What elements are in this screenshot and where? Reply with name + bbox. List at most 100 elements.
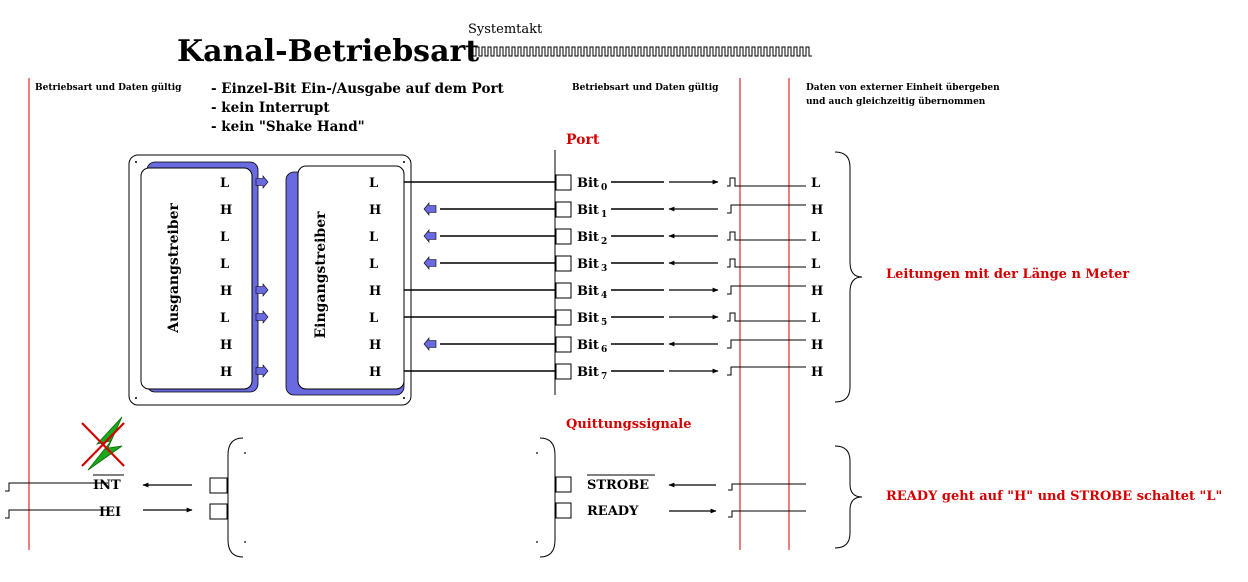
no-interrupt-lightning-icon	[81, 416, 125, 471]
page-title: Kanal-Betriebsart	[177, 34, 479, 69]
bit-index: 0	[601, 183, 607, 193]
block-corner-dot	[244, 541, 246, 543]
external-level-value: H	[811, 365, 823, 380]
mode-bullet-2: - kein Interrupt	[211, 100, 330, 116]
block-corner-dot	[403, 161, 405, 163]
mode-bullet-1: - Einzel-Bit Ein-/Ausgabe auf dem Port	[211, 81, 505, 97]
strobe-label: STROBE	[587, 478, 649, 493]
external-level-value: L	[811, 176, 820, 191]
block-corner-dot	[244, 452, 246, 454]
block-corner-dot	[536, 541, 538, 543]
pio-outer-block	[128, 154, 412, 406]
input-level-value: L	[369, 311, 378, 326]
bit-pin-box	[555, 363, 572, 380]
iei-pin-box	[209, 503, 228, 520]
external-level-value: H	[811, 284, 823, 299]
bit-label: Bit	[577, 365, 599, 380]
external-signal-waveform	[727, 231, 806, 241]
bit-label: Bit	[577, 338, 599, 353]
output-level-value: L	[220, 257, 229, 272]
bit-index: 3	[601, 264, 607, 274]
lines-brace	[834, 151, 863, 403]
input-level-value: H	[369, 203, 381, 218]
bit-label: Bit	[577, 176, 599, 191]
external-level-value: L	[811, 230, 820, 245]
bit-index: 4	[601, 291, 607, 301]
output-enable-arrow	[255, 175, 269, 189]
output-level-value: H	[220, 365, 232, 380]
systemtakt-clock-signal	[469, 46, 812, 57]
control-block-left-bracket	[227, 437, 244, 558]
port-label: Port	[566, 132, 600, 148]
external-level-value: L	[811, 257, 820, 272]
bit-index: 7	[601, 372, 607, 382]
output-level-value: L	[220, 230, 229, 245]
bit-label: Bit	[577, 203, 599, 218]
handshake-brace	[834, 445, 863, 549]
control-block-right-bracket	[539, 437, 556, 558]
bit-pin-box	[555, 255, 572, 272]
int-label: INT	[93, 478, 121, 493]
block-corner-dot	[403, 397, 405, 399]
bit-pin-box	[555, 174, 572, 191]
bit-index: 5	[601, 318, 607, 328]
block-corner-dot	[536, 452, 538, 454]
iei-signal-waveform	[5, 509, 108, 519]
bit-pin-box	[555, 201, 572, 218]
input-level-value: H	[369, 365, 381, 380]
external-signal-waveform	[727, 177, 806, 187]
bit-index: 1	[601, 210, 607, 220]
external-signal-waveform	[727, 285, 806, 295]
output-level-value: H	[220, 284, 232, 299]
int-signal-waveform	[5, 482, 108, 492]
bit-index: 6	[601, 345, 607, 355]
int-pin-box	[209, 477, 228, 494]
right-note-line-2: und auch gleichzeitig übernommen	[806, 96, 986, 107]
block-corner-dot	[135, 161, 137, 163]
external-level-value: L	[811, 311, 820, 326]
mode-bullet-3: - kein "Shake Hand"	[211, 119, 365, 135]
external-signal-waveform	[727, 258, 806, 268]
input-enable-arrow	[423, 202, 437, 216]
bit-label: Bit	[577, 230, 599, 245]
input-enable-arrow	[423, 229, 437, 243]
bit-label: Bit	[577, 284, 599, 299]
input-level-value: H	[369, 284, 381, 299]
systemtakt-label: Systemtakt	[468, 22, 543, 37]
left-validity-note: Betriebsart und Daten gültig	[35, 82, 182, 93]
input-enable-arrow	[423, 256, 437, 270]
output-enable-arrow	[255, 364, 269, 378]
output-level-value: L	[220, 311, 229, 326]
external-signal-waveform	[727, 312, 806, 322]
bit-label: Bit	[577, 311, 599, 326]
external-level-value: H	[811, 338, 823, 353]
ready-label: READY	[587, 504, 639, 519]
right-note-line-1: Daten von externer Einheit übergeben	[806, 82, 1000, 93]
external-signal-waveform	[727, 339, 806, 349]
output-level-value: L	[220, 176, 229, 191]
input-level-value: L	[369, 257, 378, 272]
ready-strobe-note: READY geht auf "H" und STROBE schaltet "…	[886, 489, 1222, 504]
strobe-signal-waveform	[728, 483, 806, 491]
bit-pin-box	[555, 309, 572, 326]
output-enable-arrow	[255, 310, 269, 324]
mid-validity-note: Betriebsart und Daten gültig	[572, 82, 719, 93]
output-level-value: H	[220, 338, 232, 353]
output-driver-box	[140, 167, 253, 390]
output-level-value: H	[220, 203, 232, 218]
strobe-pin-box	[555, 476, 572, 493]
ready-pin-box	[555, 502, 572, 519]
bit-label: Bit	[577, 257, 599, 272]
input-driver-label: Eingangstreiber	[313, 211, 329, 339]
external-level-value: H	[811, 203, 823, 218]
bit-index: 2	[601, 237, 607, 247]
input-level-value: H	[369, 338, 381, 353]
output-enable-arrow	[255, 283, 269, 297]
iei-label: IEI	[99, 505, 121, 520]
output-driver-label: Ausgangstreiber	[166, 202, 182, 333]
bit-pin-box	[555, 336, 572, 353]
external-signal-waveform	[727, 204, 806, 214]
ready-signal-waveform	[728, 510, 806, 518]
